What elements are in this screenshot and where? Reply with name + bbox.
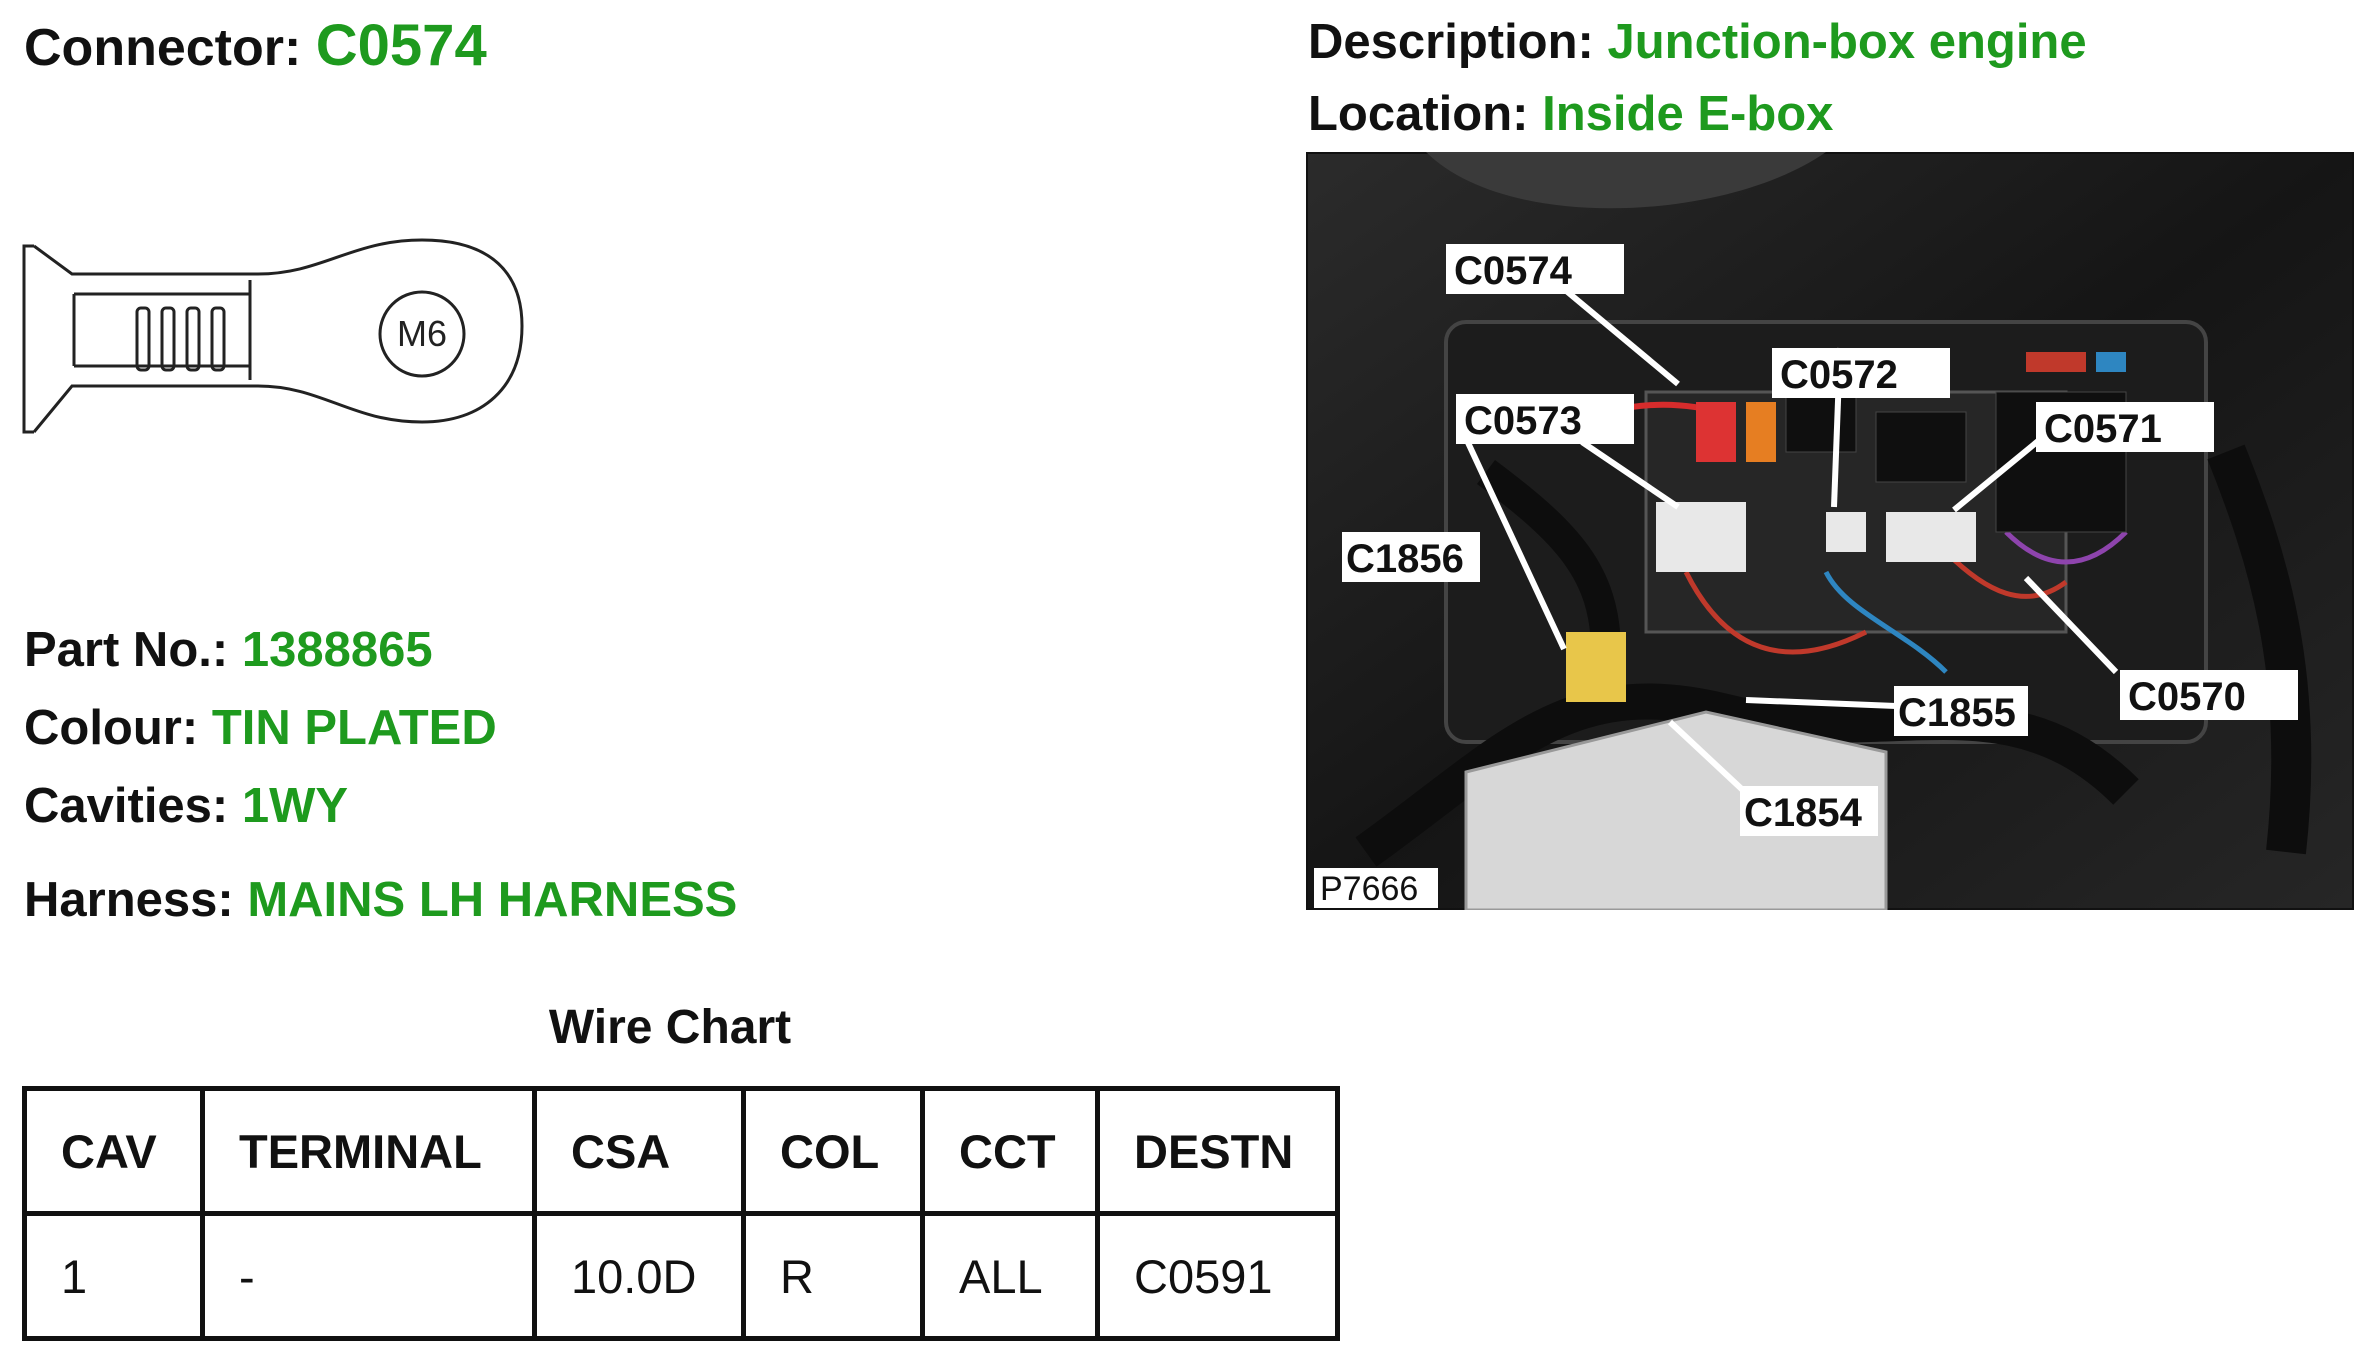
callout-c0573: C0573 xyxy=(1464,399,1582,443)
colour-line: Colour: TIN PLATED xyxy=(24,700,497,756)
part-no-label: Part No.: xyxy=(24,623,229,677)
callout-c1856: C1856 xyxy=(1346,537,1464,581)
cavities-label: Cavities: xyxy=(24,779,229,833)
colour-value: TIN PLATED xyxy=(211,701,497,755)
terminal-marking: M6 xyxy=(397,313,447,354)
description-line: Description: Junction-box engine xyxy=(1308,14,2087,70)
wire-chart-table: CAV TERMINAL CSA COL CCT DESTN 1 - 10.0D… xyxy=(22,1086,1340,1341)
callout-c0572: C0572 xyxy=(1780,353,1898,397)
header-csa: CSA xyxy=(532,1086,746,1216)
cell-cct: ALL xyxy=(920,1211,1100,1341)
connector-value: C0574 xyxy=(315,13,487,78)
harness-value: MAINS LH HARNESS xyxy=(247,873,738,927)
harness-label: Harness: xyxy=(24,873,234,927)
cell-terminal: - xyxy=(200,1211,537,1341)
description-label: Description: xyxy=(1308,15,1594,69)
table-row: 1 - 10.0D R ALL C0591 xyxy=(22,1211,1340,1341)
colour-label: Colour: xyxy=(24,701,199,755)
location-line: Location: Inside E-box xyxy=(1308,86,1833,142)
ring-terminal-drawing: M6 xyxy=(22,238,524,434)
cell-col: R xyxy=(741,1211,925,1341)
header-cav: CAV xyxy=(22,1086,205,1216)
description-value: Junction-box engine xyxy=(1607,15,2087,69)
callout-c0570: C0570 xyxy=(2128,675,2246,719)
header-terminal: TERMINAL xyxy=(200,1086,537,1216)
callout-c1855: C1855 xyxy=(1898,691,2016,735)
junction-box-photo: C0574 C0572 C0573 C0571 C1856 C1855 C057… xyxy=(1306,152,2354,910)
header-destn: DESTN xyxy=(1095,1086,1340,1216)
location-value: Inside E-box xyxy=(1542,87,1834,141)
wire-chart-title: Wire Chart xyxy=(548,1001,792,1054)
cell-cav: 1 xyxy=(22,1211,205,1341)
cavities-value: 1WY xyxy=(241,779,349,833)
cell-csa: 10.0D xyxy=(532,1211,746,1341)
part-no-value: 1388865 xyxy=(241,623,433,677)
callout-c0574: C0574 xyxy=(1454,249,1573,293)
cell-destn: C0591 xyxy=(1095,1211,1340,1341)
header-cct: CCT xyxy=(920,1086,1100,1216)
cavities-line: Cavities: 1WY xyxy=(24,778,348,834)
location-label: Location: xyxy=(1308,87,1529,141)
callout-c0571: C0571 xyxy=(2044,407,2162,451)
table-header-row: CAV TERMINAL CSA COL CCT DESTN xyxy=(22,1086,1340,1216)
harness-line: Harness: MAINS LH HARNESS xyxy=(24,872,737,928)
header-col: COL xyxy=(741,1086,925,1216)
part-no-line: Part No.: 1388865 xyxy=(24,622,433,678)
photo-ref: P7666 xyxy=(1320,870,1418,908)
callout-c1854: C1854 xyxy=(1744,791,1863,835)
connector-label: Connector: xyxy=(24,19,302,77)
connector-line: Connector: C0574 xyxy=(24,12,487,79)
